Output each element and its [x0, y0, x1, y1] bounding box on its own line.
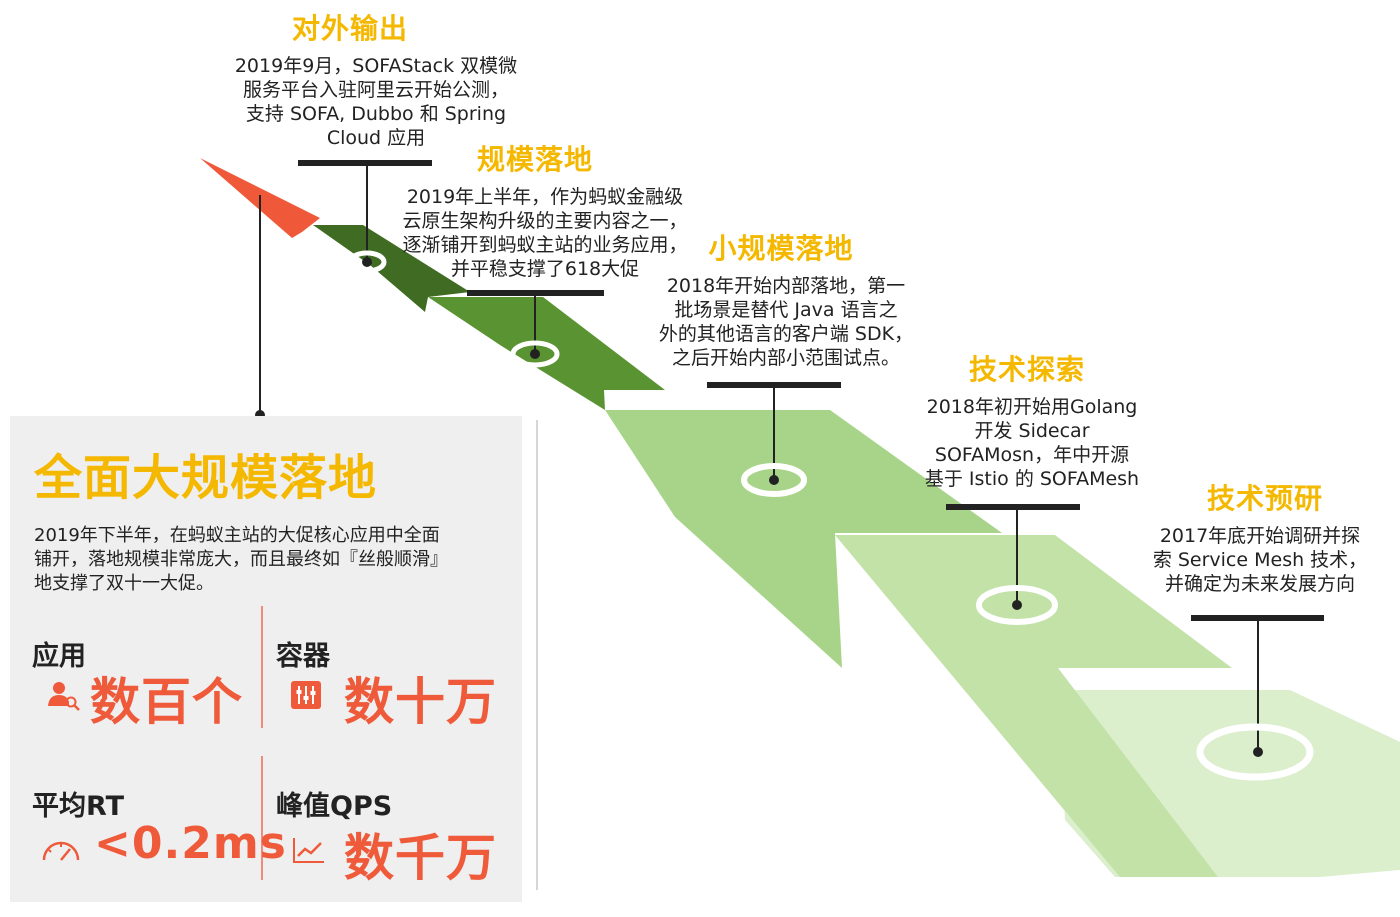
road-segment-3 [605, 410, 1002, 668]
metric-label-peak-qps: 峰值QPS [276, 791, 393, 822]
road-segment-1 [313, 225, 470, 312]
milestone-marker-1 [298, 160, 432, 274]
metric-value-avg-rt: <0.2ms [94, 818, 287, 869]
road-segment-4 [835, 535, 1232, 877]
metric-label-containers: 容器 [276, 641, 330, 672]
metric-label-apps: 应用 [32, 641, 86, 672]
metric-value-peak-qps: 数千万 [344, 829, 497, 887]
panel-description: 2019年下半年，在蚂蚁主站的大促核心应用中全面 铺开，落地规模非常庞大，而且最… [34, 525, 448, 594]
milestone-4: 技术探索 2018年初开始用Golang 开发 Sidecar SOFAMosn… [912, 353, 1152, 491]
road-segment-2 [428, 297, 665, 410]
milestone-desc: 2018年开始内部落地，第一 批场景是替代 Java 语言之 外的其他语言的客户… [658, 275, 914, 369]
metric-value-containers: 数十万 [344, 673, 497, 731]
milestone-marker-4 [946, 504, 1080, 625]
metrics-divider-bottom [261, 756, 263, 880]
panel-title: 全面大规模落地 [34, 450, 378, 506]
milestone-title: 技术探索 [968, 353, 1085, 386]
milestone-desc: 2019年9月，SOFAStack 双模微 服务平台入驻阿里云开始公测， 支持 … [234, 55, 518, 149]
metric-label-avg-rt: 平均RT [32, 791, 124, 822]
milestone-marker-5 [1191, 615, 1324, 781]
milestone-2: 规模落地 2019年上半年，作为蚂蚁金融级 云原生架构升级的主要内容之一， 逐渐… [395, 143, 695, 281]
milestone-desc: 2019年上半年，作为蚂蚁金融级 云原生架构升级的主要内容之一， 逐渐铺开到蚂蚁… [402, 186, 688, 280]
milestone-title: 小规模落地 [708, 232, 854, 265]
milestone-desc: 2017年底开始调研并探 索 Service Mesh 技术， 并确定为未来发展… [1152, 525, 1368, 595]
milestone-1: 对外输出 2019年9月，SOFAStack 双模微 服务平台入驻阿里云开始公测… [226, 12, 526, 150]
container-icon [291, 681, 321, 709]
milestone-title: 技术预研 [1206, 482, 1323, 515]
milestone-3: 小规模落地 2018年开始内部落地，第一 批场景是替代 Java 语言之 外的其… [650, 232, 922, 370]
milestone-5: 技术预研 2017年底开始调研并探 索 Service Mesh 技术， 并确定… [1145, 482, 1375, 596]
speedometer-icon [42, 841, 80, 861]
summary-panel: 全面大规模落地 2019年下半年，在蚂蚁主站的大促核心应用中全面 铺开，落地规模… [10, 416, 522, 902]
milestone-desc: 2018年初开始用Golang 开发 Sidecar SOFAMosn，年中开源… [924, 396, 1140, 490]
metrics-divider-top [261, 606, 263, 728]
user-search-icon [48, 682, 80, 711]
line-chart-icon [293, 838, 324, 863]
milestone-marker-2 [467, 290, 604, 368]
metric-value-apps: 数百个 [90, 673, 243, 731]
milestone-marker-3 [707, 382, 841, 497]
milestone-title: 规模落地 [476, 143, 593, 176]
milestone-title: 对外输出 [291, 12, 408, 45]
